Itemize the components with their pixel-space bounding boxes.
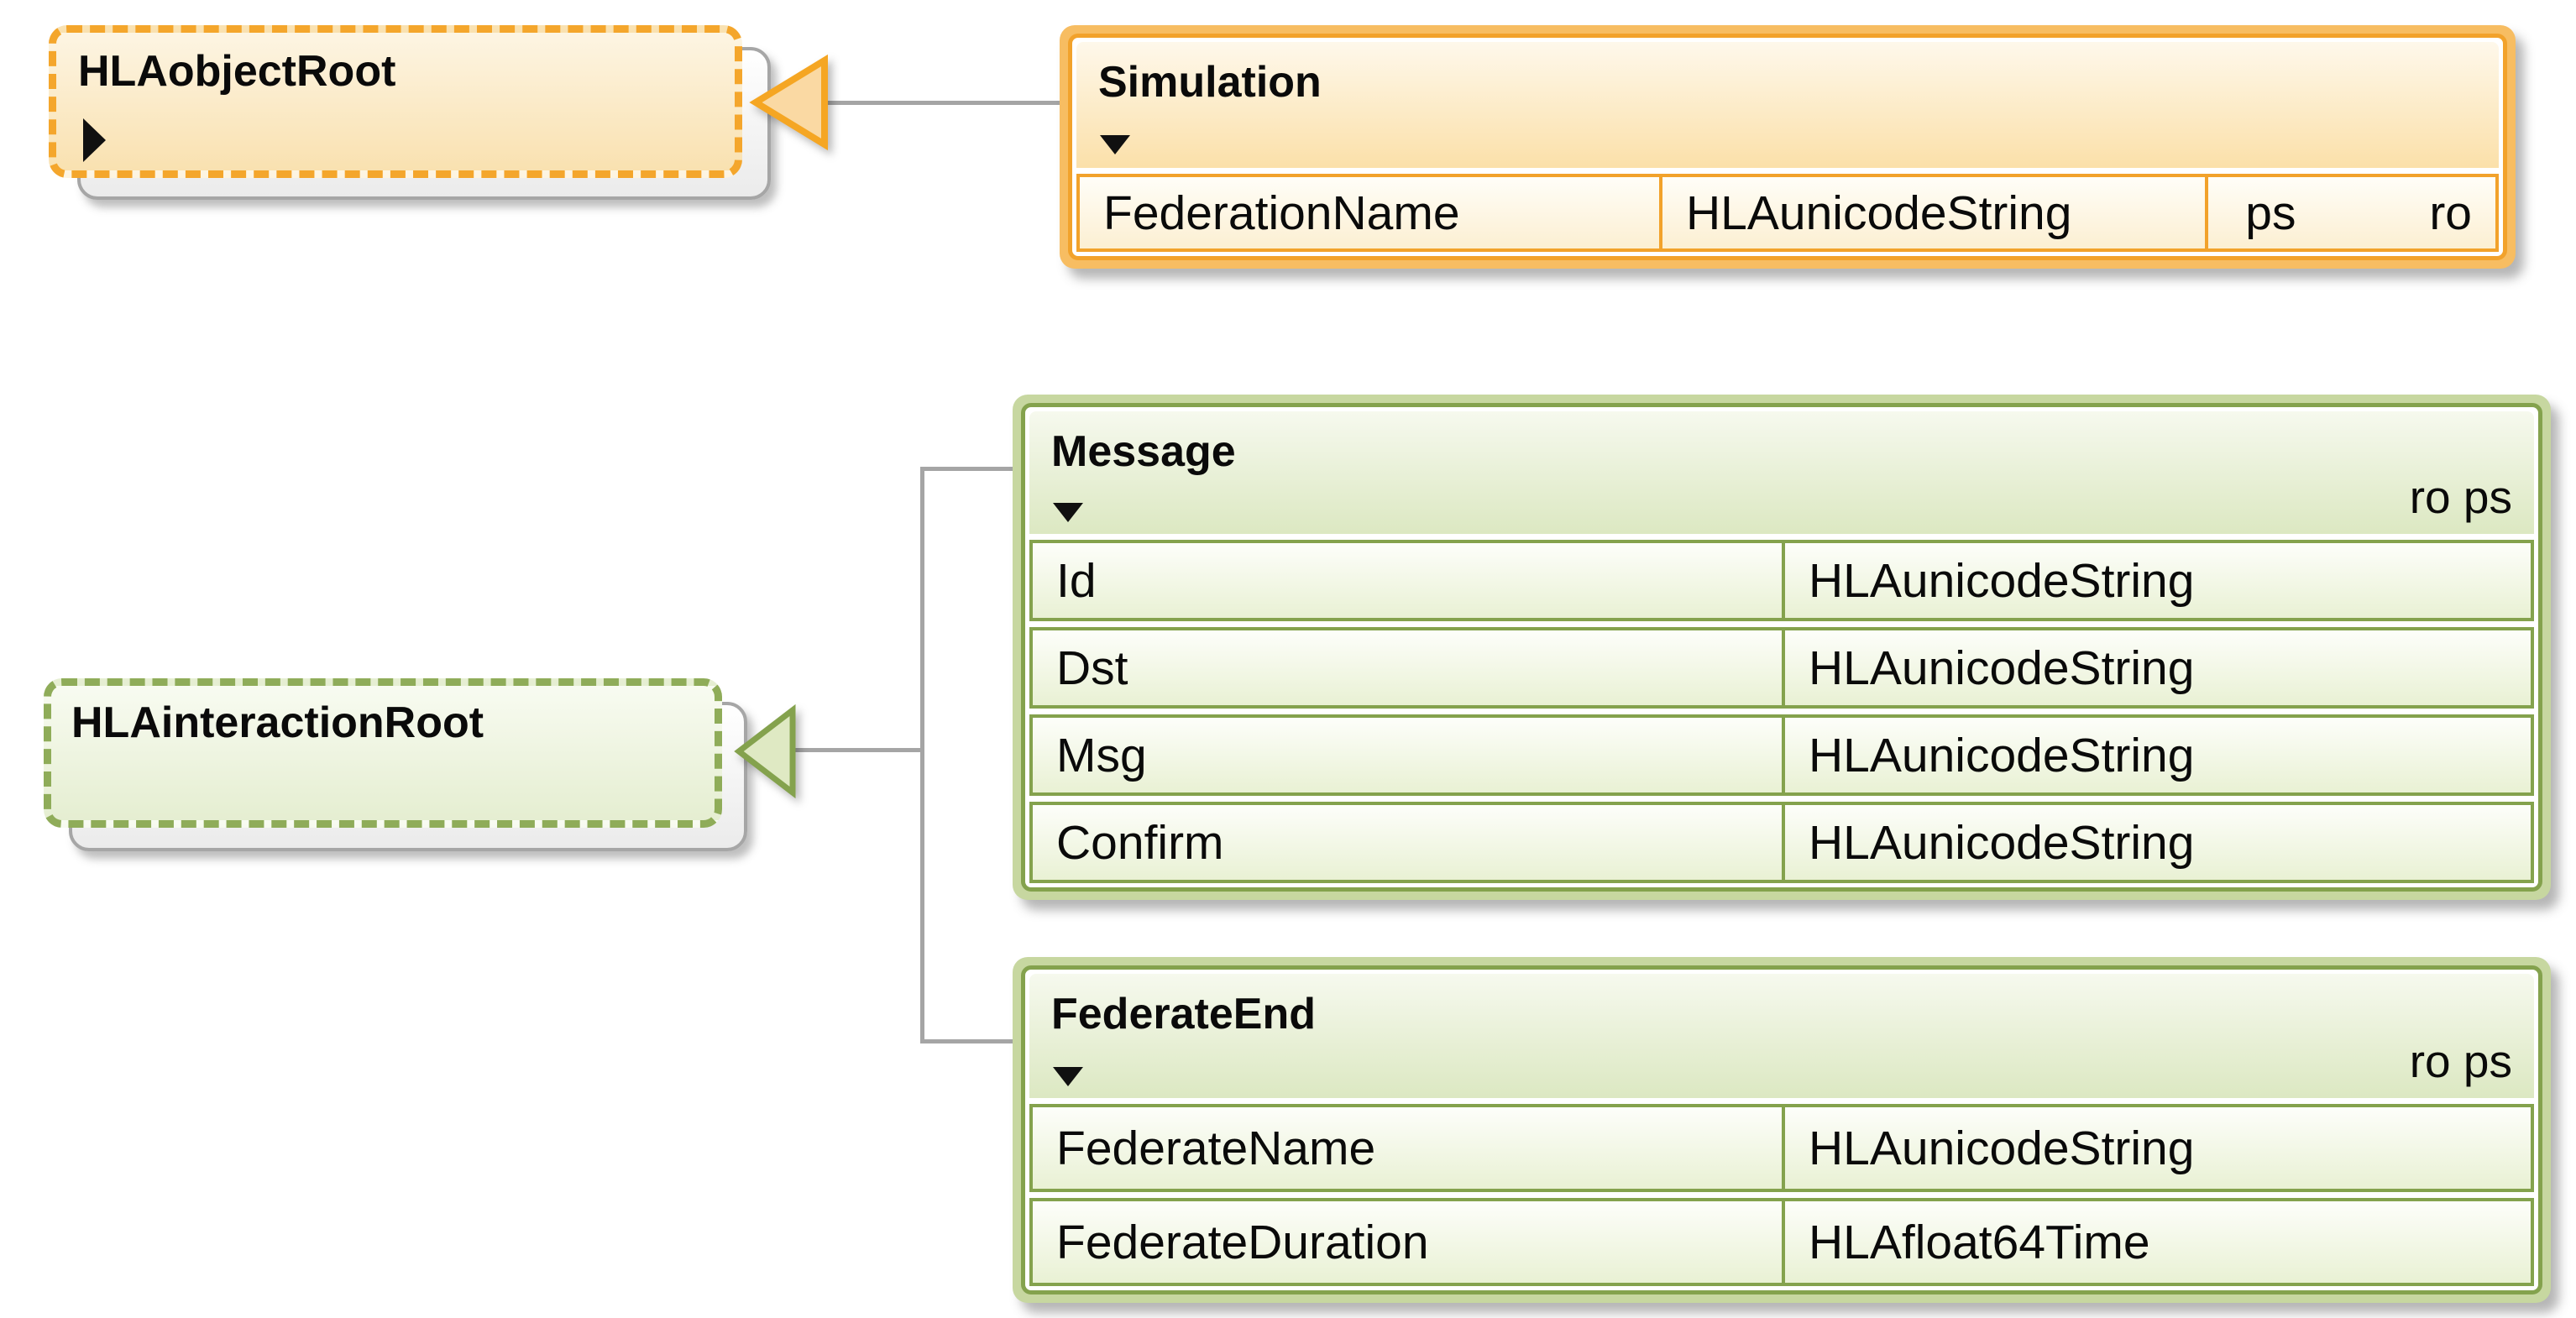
class-box-message[interactable]: Message ro ps Id HLAunicodeString Dst HL… (1013, 395, 2551, 900)
connector-vertical-bus (920, 467, 924, 1043)
flag-ps: ps (2245, 186, 2296, 240)
attribute-row[interactable]: FederationName HLAunicodeString ps ro (1076, 174, 2499, 252)
attribute-type: HLAunicodeString (1782, 1107, 2531, 1189)
expanded-marker-icon[interactable] (1053, 1067, 1083, 1086)
attribute-type: HLAfloat64Time (1782, 1201, 2531, 1283)
attribute-name: FederateName (1056, 1121, 1376, 1175)
header-flags: ro ps (2409, 1035, 2512, 1087)
attribute-row[interactable]: Confirm HLAunicodeString (1029, 802, 2534, 883)
expanded-marker-icon[interactable] (1053, 503, 1083, 522)
attribute-type: HLAunicodeString (1782, 630, 2531, 705)
class-box-hlainteractionroot[interactable]: HLAinteractionRoot (44, 678, 722, 828)
class-title: Message (1051, 427, 1236, 476)
attribute-row[interactable]: Msg HLAunicodeString (1029, 714, 2534, 796)
flag-ro: ro (2429, 186, 2472, 240)
class-box-hlaobjectroot[interactable]: HLAobjectRoot (49, 25, 742, 178)
attribute-name: FederationName (1103, 186, 1460, 240)
attribute-type: HLAunicodeString (1782, 718, 2531, 792)
attribute-row[interactable]: Dst HLAunicodeString (1029, 627, 2534, 709)
connector-to-federateend (923, 1039, 1017, 1043)
class-title: HLAinteractionRoot (71, 698, 484, 747)
generalization-arrow-icon (749, 54, 828, 151)
connector-to-message (923, 467, 1017, 471)
generalization-arrow-icon (734, 703, 796, 799)
class-box-simulation[interactable]: Simulation FederationName HLAunicodeStri… (1060, 25, 2516, 269)
connector-hlainteractionroot-stub (789, 748, 924, 752)
attribute-row[interactable]: FederateName HLAunicodeString (1029, 1104, 2534, 1192)
attribute-row[interactable]: FederateDuration HLAfloat64Time (1029, 1198, 2534, 1286)
attribute-name: Dst (1056, 641, 1128, 695)
class-title: HLAobjectRoot (78, 47, 396, 96)
attribute-row[interactable]: Id HLAunicodeString (1029, 540, 2534, 621)
attribute-name: Id (1056, 553, 1097, 608)
class-title: Simulation (1098, 58, 1322, 107)
class-box-federateend[interactable]: FederateEnd ro ps FederateName HLAunicod… (1013, 957, 2551, 1303)
collapsed-marker-icon[interactable] (83, 118, 106, 162)
attribute-name: Confirm (1056, 815, 1224, 870)
class-title: FederateEnd (1051, 990, 1316, 1038)
connector-simulation-to-hlaobjectroot (821, 101, 1070, 105)
attribute-name: Msg (1056, 728, 1147, 782)
attribute-type: HLAunicodeString (1782, 543, 2531, 618)
attribute-type: HLAunicodeString (1659, 177, 2205, 248)
expanded-marker-icon[interactable] (1100, 135, 1130, 154)
attribute-name: FederateDuration (1056, 1215, 1429, 1269)
attribute-type: HLAunicodeString (1782, 805, 2531, 880)
header-flags: ro ps (2409, 471, 2512, 523)
attribute-flags: ps ro (2205, 177, 2495, 248)
